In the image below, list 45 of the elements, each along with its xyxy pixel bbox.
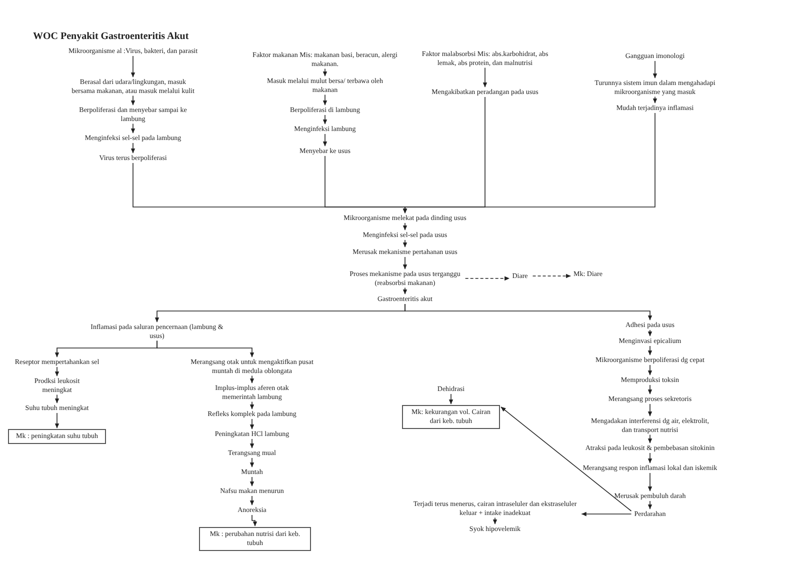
arrow <box>532 274 571 278</box>
arrow <box>250 418 254 430</box>
arrow <box>402 222 408 230</box>
arrow <box>648 384 652 394</box>
arrow <box>648 330 652 336</box>
arrow <box>250 438 254 448</box>
arrow <box>648 472 652 492</box>
arrow <box>482 67 488 88</box>
arrow <box>130 95 136 106</box>
arrow <box>54 366 60 376</box>
arrow <box>500 406 632 512</box>
arrow <box>402 112 656 214</box>
arrow <box>648 404 652 416</box>
arrow <box>54 394 60 404</box>
arrow <box>648 346 652 356</box>
arrow <box>581 512 632 516</box>
arrow <box>250 496 254 506</box>
arrow <box>130 123 136 134</box>
arrow <box>652 60 658 78</box>
arrow <box>250 401 254 410</box>
arrow <box>648 452 652 464</box>
arrow <box>448 394 454 404</box>
arrow <box>648 500 652 510</box>
arrow <box>492 517 498 524</box>
arrow <box>404 304 652 320</box>
arrow <box>652 96 658 104</box>
arrow <box>402 287 408 294</box>
arrow <box>250 476 254 486</box>
arrow <box>322 68 328 76</box>
arrow <box>250 458 254 468</box>
arrow <box>130 142 136 154</box>
arrow <box>156 340 254 358</box>
diagram-title: WOC Penyakit Gastroenteritis Akut <box>33 31 189 42</box>
arrow <box>252 514 258 526</box>
arrow <box>322 134 328 146</box>
arrow <box>322 94 328 106</box>
arrow <box>648 434 652 444</box>
arrow <box>130 56 136 78</box>
arrow <box>464 276 510 281</box>
arrow <box>402 240 408 248</box>
arrow <box>250 375 254 384</box>
arrow <box>322 114 328 124</box>
arrow <box>402 256 408 270</box>
arrow <box>54 412 60 428</box>
arrow <box>648 364 652 376</box>
